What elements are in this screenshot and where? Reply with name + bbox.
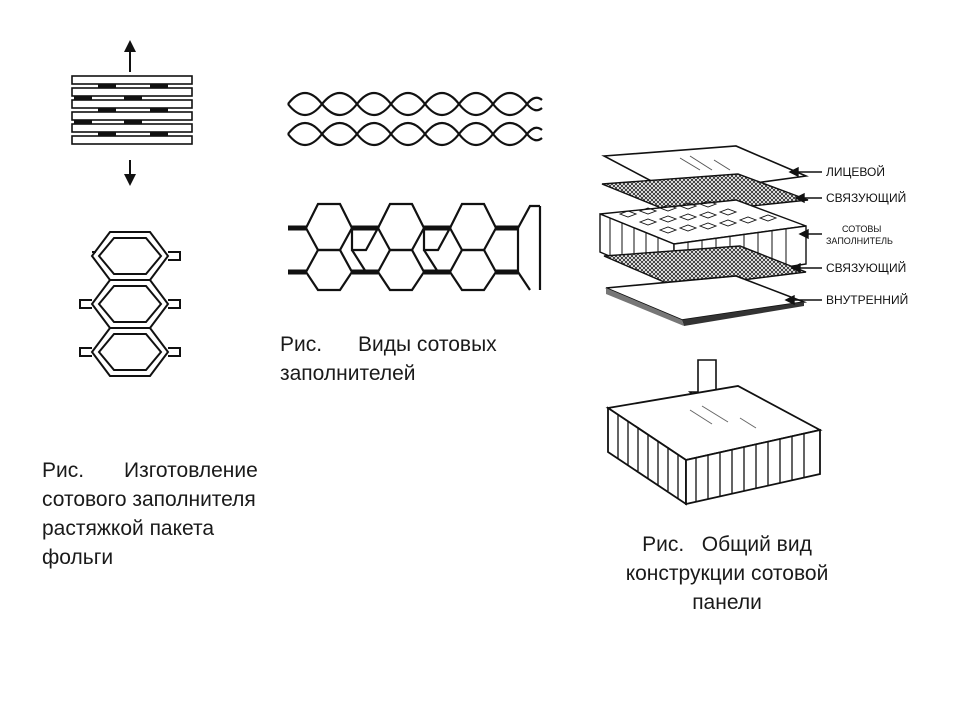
assembled-panel (605, 385, 823, 506)
expanded-honeycomb (79, 231, 181, 377)
figure2-line2: заполнителей (280, 362, 416, 385)
inner-sheet-layer (605, 275, 808, 326)
adhesive-top-layer (601, 173, 809, 215)
foil-stack (71, 75, 193, 145)
figure3-ref: Рис. (642, 533, 685, 556)
figure1-line4: фольги (42, 546, 114, 569)
figure3-caption: Рис. Общий вид конструкции сотовой панел… (592, 530, 862, 617)
label-core-line2: ЗАПОЛНИТЕЛЬ (826, 236, 893, 246)
honeycomb-types-figure (287, 91, 543, 292)
label-face: ЛИЦЕВОЙ (826, 164, 885, 179)
label-adhesive-bottom: СВЯЗУЮЩИЙ (826, 260, 906, 275)
figure2-caption: Рис. Виды сотовых заполнителей (280, 330, 560, 388)
hexagonal-core (288, 202, 542, 292)
sandwich-panel-figure: ЛИЦЕВОЙ СВЯЗУЮЩИЙ СОТОВЫ ЗАПОЛНИТЕЛЬ СВЯ… (599, 145, 908, 506)
figure1-caption: Рис. Изготовление сотового заполнителя ра… (42, 456, 322, 572)
label-adhesive-top: СВЯЗУЮЩИЙ (826, 190, 906, 205)
figure2-ref: Рис. (280, 333, 323, 356)
sinusoidal-core (287, 91, 543, 147)
label-core-line1: СОТОВЫ (842, 224, 881, 234)
figure3-line3: панели (692, 591, 762, 614)
adhesive-bottom-layer (603, 245, 807, 289)
figure3-line1: Общий вид (701, 533, 812, 556)
label-inner: ВНУТРЕННИЙ (826, 292, 908, 307)
arrow-down-icon (124, 160, 136, 186)
figure3-line2: конструкции сотовой (625, 562, 829, 585)
figure1-ref: Рис. (42, 459, 85, 482)
figure1-line1: Изготовление (124, 459, 258, 482)
arrow-up-icon (124, 40, 136, 72)
figure1-line2: сотового заполнителя (42, 488, 256, 511)
layer-pointers (784, 166, 822, 306)
figure1-line3: растяжкой пакета (42, 517, 215, 540)
foil-stack-figure (71, 40, 193, 377)
figure2-line1: Виды сотовых (358, 333, 497, 356)
